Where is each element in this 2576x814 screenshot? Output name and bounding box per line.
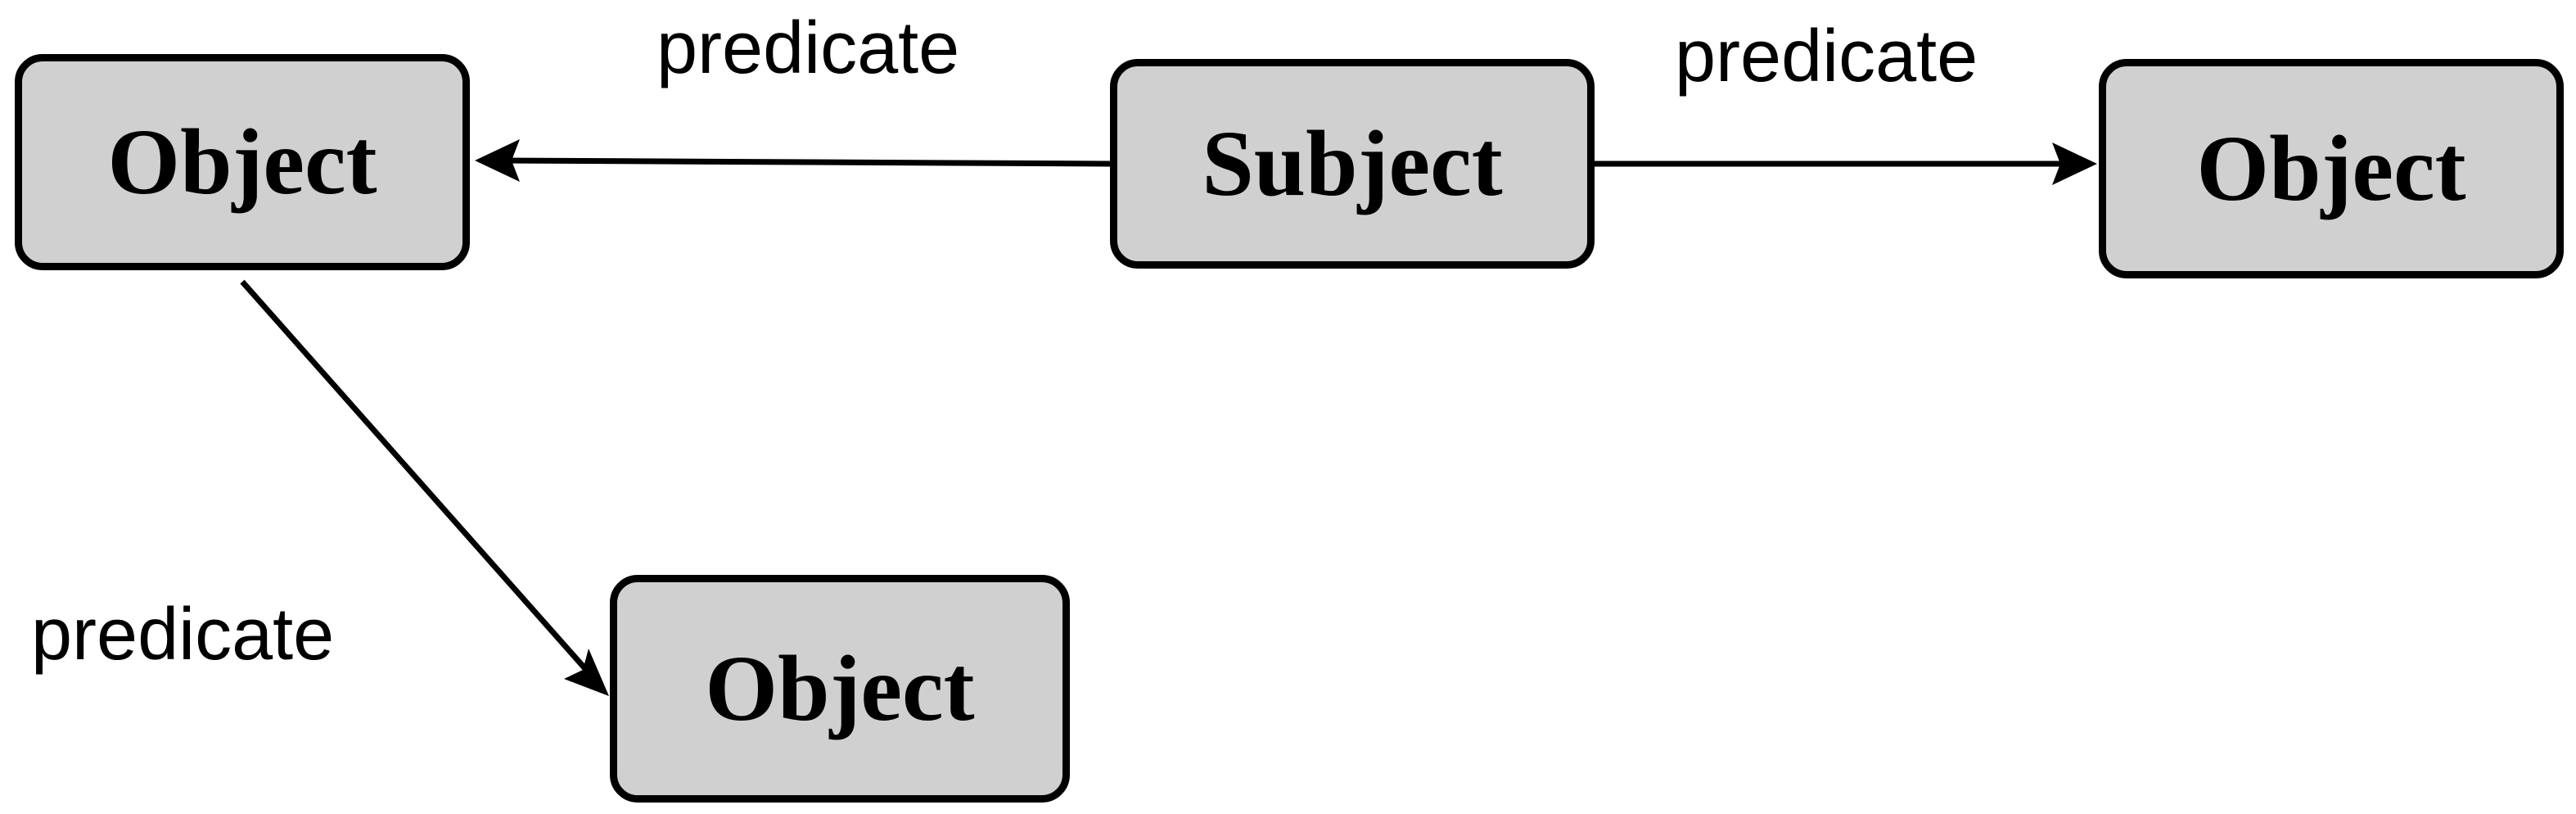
subject-node: Subject	[1110, 59, 1595, 269]
arrowhead-object-right	[2052, 142, 2097, 185]
edge-label-subject-to-object-left: predicate	[656, 7, 960, 89]
edge-label-object-left-to-object-bottom: predicate	[31, 594, 335, 676]
object-node-left-label: Object	[107, 110, 377, 214]
edge-object-left-to-object-bottom	[240, 279, 590, 674]
object-node-right: Object	[2099, 59, 2564, 278]
subject-node-label: Subject	[1202, 111, 1503, 215]
edge-subject-to-object-left	[507, 157, 1111, 167]
object-node-bottom-label: Object	[705, 636, 975, 740]
object-node-right-label: Object	[2196, 116, 2466, 220]
edge-label-subject-to-object-right: predicate	[1675, 16, 1978, 97]
arrowhead-object-bottom	[564, 649, 609, 696]
object-node-left: Object	[15, 54, 470, 270]
arrowhead-object-left	[475, 139, 520, 182]
object-node-bottom: Object	[610, 575, 1070, 803]
